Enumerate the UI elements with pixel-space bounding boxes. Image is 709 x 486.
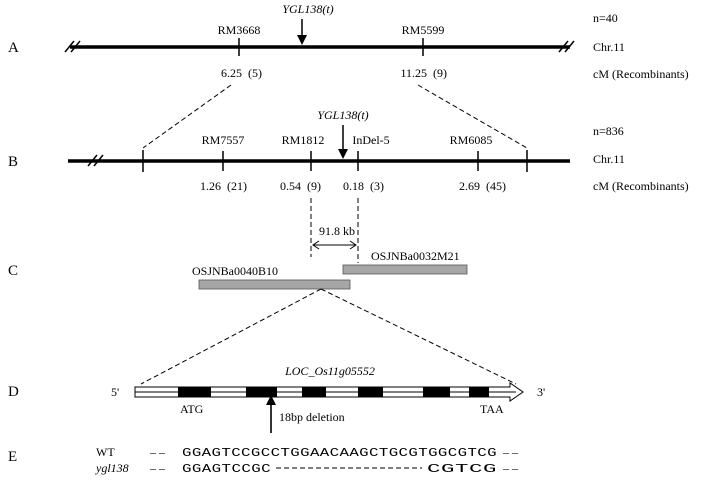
- panel-b-marker-rm1812: RM1812: [282, 133, 325, 147]
- gene-model-name: LOC_Os11g05552: [284, 364, 375, 378]
- panel-b-left-break-mark: [87, 154, 104, 167]
- exon-2: [246, 387, 277, 397]
- mutant-sequence-right: CGTCG: [427, 463, 497, 476]
- five-prime-label: 5': [111, 385, 119, 399]
- panel-b-recombinants-3: (3): [370, 179, 384, 193]
- zoom-line-c-d-right: [320, 288, 517, 385]
- mutant-dashes-right: – –: [502, 461, 519, 475]
- exon-6: [469, 387, 489, 397]
- bac-label-right: OSJNBa0032M21: [371, 249, 460, 263]
- panel-a-left-break-mark: [64, 40, 81, 53]
- panel-a-distance-left: 6.25: [221, 66, 242, 80]
- panel-a-recombinants-right: (9): [433, 66, 447, 80]
- mutant-label: ygl138: [95, 461, 129, 475]
- panel-b-distance-1: 1.26: [200, 179, 221, 193]
- wt-dashes-right: – –: [502, 445, 519, 459]
- zoom-line-a-b-right: [417, 84, 528, 149]
- bac-clone-left: [198, 279, 351, 290]
- panel-b-chromosome-label: Chr.11: [593, 152, 625, 166]
- panel-b-marker-rm7557: RM7557: [202, 133, 245, 147]
- panel-b-recombinants-1: (21): [227, 179, 247, 193]
- mutant-sequence-left: GGAGTCCGC: [182, 463, 271, 476]
- deletion-label: 18bp deletion: [279, 410, 345, 424]
- panel-b-distance-3: 0.18: [343, 179, 364, 193]
- panel-label-b: B: [8, 154, 18, 170]
- panel-b-gene-label: YGL138(t): [317, 108, 368, 122]
- panel-b-population-size: n=836: [593, 124, 624, 138]
- panel-a-distance-right: 11.25: [400, 66, 427, 80]
- panel-b-marker-rm6085: RM6085: [450, 133, 493, 147]
- bac-label-left: OSJNBa0040B10: [192, 264, 278, 278]
- three-prime-label: 3': [537, 385, 545, 399]
- bac-clone-right: [342, 264, 468, 275]
- panel-label-c: C: [8, 263, 18, 279]
- deletion-arrow: [266, 395, 276, 433]
- exon-4: [358, 387, 383, 397]
- panel-b-recombinants-4: (45): [486, 179, 506, 193]
- panel-a-gene-label: YGL138(t): [282, 2, 333, 16]
- panel-b-distance-2: 0.54: [280, 179, 301, 193]
- zoom-line-a-b-left: [142, 84, 232, 149]
- stop-codon-label: TAA: [480, 402, 504, 416]
- panel-b-distance-4: 2.69: [459, 179, 480, 193]
- panel-label-a: A: [8, 40, 19, 56]
- panel-a-gene-arrow: [297, 19, 307, 45]
- panel-a-unit-label: cM (Recombinants): [593, 67, 689, 81]
- panel-label-d: D: [8, 384, 19, 400]
- panel-b-recombinants-2: (9): [307, 179, 321, 193]
- interval-double-arrow: [312, 240, 357, 250]
- wt-sequence: GGAGTCCGCCTGGAACAAGCTGCGTGGCGTCG: [182, 447, 497, 460]
- exon-5: [423, 387, 450, 397]
- start-codon-label: ATG: [180, 402, 204, 416]
- panel-b-unit-label: cM (Recombinants): [593, 179, 689, 193]
- mutant-dashes-left: – –: [149, 461, 166, 475]
- wt-label: WT: [96, 445, 115, 459]
- interval-size-label: 91.8 kb: [319, 224, 355, 238]
- panel-label-e: E: [8, 449, 17, 465]
- panel-b-marker-indel5: InDel-5: [352, 133, 389, 147]
- panel-a-marker-rm5599: RM5599: [402, 23, 445, 37]
- panel-a-population-size: n=40: [593, 11, 618, 25]
- panel-a-chromosome-label: Chr.11: [593, 40, 625, 54]
- exon-3: [302, 387, 326, 397]
- panel-a-right-break-mark: [558, 40, 575, 53]
- zoom-line-c-d-left: [140, 288, 322, 385]
- exon-1: [178, 387, 211, 397]
- panel-a-recombinants-left: (5): [248, 66, 262, 80]
- panel-b-gene-arrow: [338, 125, 348, 159]
- panel-a-marker-rm3668: RM3668: [218, 23, 261, 37]
- wt-dashes-left: – –: [149, 445, 166, 459]
